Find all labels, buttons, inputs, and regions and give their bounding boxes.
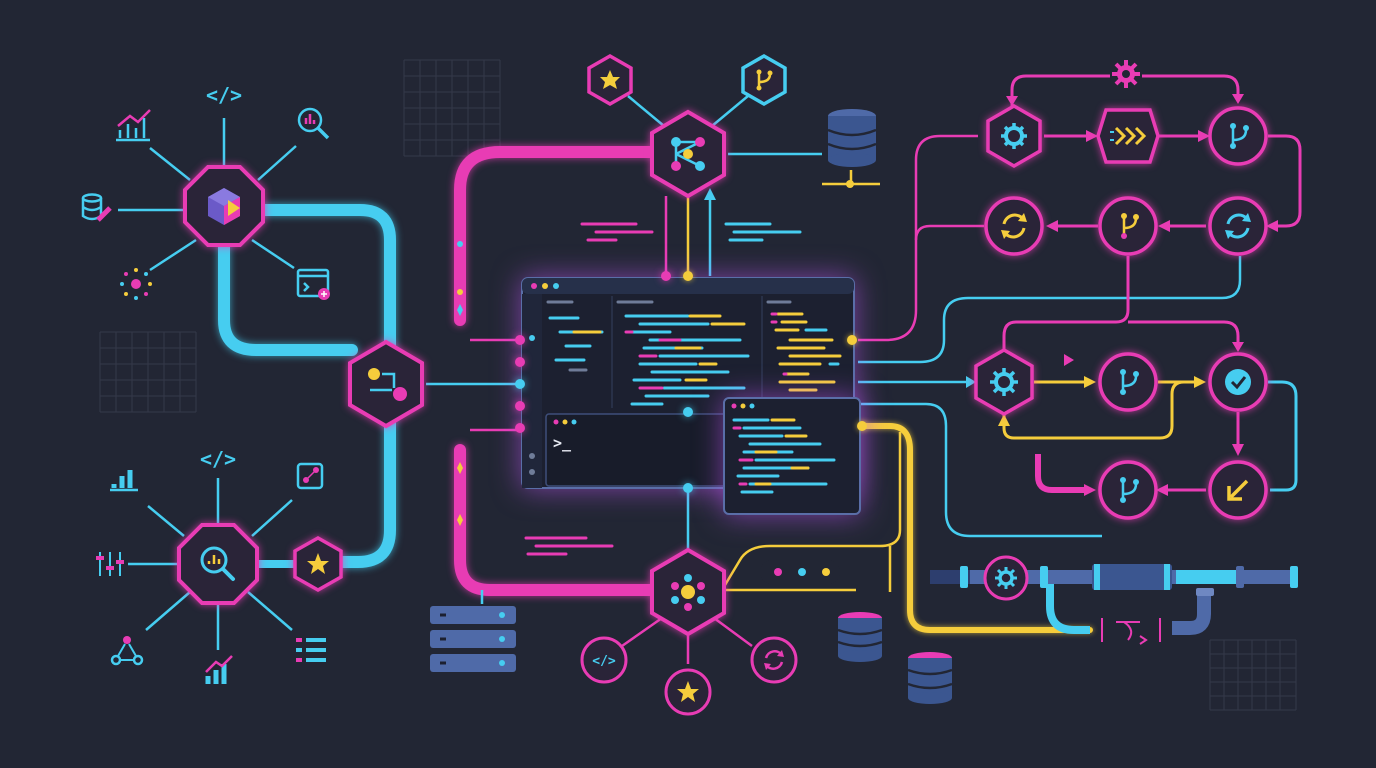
flow-node-branch-1 <box>1208 106 1268 166</box>
thin-connectors <box>118 95 1242 664</box>
flow-node-sync-left <box>984 196 1044 256</box>
top-git-node <box>741 53 787 107</box>
search-hub <box>177 523 259 605</box>
code-icon-bottom: </> <box>200 447 236 471</box>
pipe-markers <box>457 241 463 526</box>
flow-node-chevrons <box>1096 108 1160 164</box>
code-dashes <box>524 222 802 556</box>
database-edit-icon <box>81 193 112 222</box>
flow-node-arrow-down-left <box>1208 460 1268 520</box>
terminal-add-icon <box>296 268 330 300</box>
network-hub <box>650 548 726 636</box>
sliders-icon <box>96 552 124 576</box>
status-dots <box>760 560 840 584</box>
valve-icon <box>1101 618 1161 645</box>
flow-node-merge <box>1098 196 1158 256</box>
bar-chart-icon <box>116 109 151 142</box>
background-grid-left <box>99 331 197 413</box>
search-chart-icon <box>297 107 330 140</box>
flow-node-gear-main <box>974 347 1034 417</box>
cube-hub <box>183 165 265 247</box>
settings-dots-icon <box>120 268 152 300</box>
pipeline-hub <box>348 340 424 428</box>
bottom-refresh-node <box>750 636 798 684</box>
right-flow-arrows <box>998 74 1302 496</box>
code-icon-top: </> <box>206 83 242 107</box>
background-grid-right <box>1209 639 1297 711</box>
database-mid <box>837 612 883 662</box>
rising-bars-icon <box>205 655 233 684</box>
flow-node-check <box>1208 352 1268 412</box>
gear-icon <box>1112 60 1140 88</box>
network-nodes-icon <box>296 462 324 490</box>
database-low <box>907 652 953 704</box>
connector-dots <box>515 271 867 493</box>
code-icon-text: </> <box>592 654 616 669</box>
bottom-code-node: </> <box>580 636 628 684</box>
editor-window: >_ <box>521 277 855 489</box>
top-branch-hub <box>650 110 726 198</box>
star-hub <box>293 535 343 593</box>
flow-node-refresh <box>1208 196 1268 256</box>
pipe-gear-node <box>983 555 1029 601</box>
database-top <box>827 109 877 188</box>
flow-node-branch-3 <box>1098 460 1158 520</box>
left-top-icons: </> <box>81 83 330 300</box>
graph-nodes-icon <box>110 636 144 666</box>
thick-pipes <box>218 146 1093 633</box>
flow-node-branch-2 <box>1098 352 1158 412</box>
top-star-node <box>587 53 633 107</box>
code-window <box>723 397 861 515</box>
background-grid-top <box>403 59 501 157</box>
flow-node-gear <box>986 103 1042 169</box>
list-layout-icon <box>296 638 326 662</box>
left-bottom-icons: </> <box>96 447 326 684</box>
bar-graph-icon <box>110 470 138 492</box>
prompt-text: >_ <box>553 434 572 452</box>
server-rack <box>430 606 516 672</box>
bottom-star-node <box>664 668 712 716</box>
